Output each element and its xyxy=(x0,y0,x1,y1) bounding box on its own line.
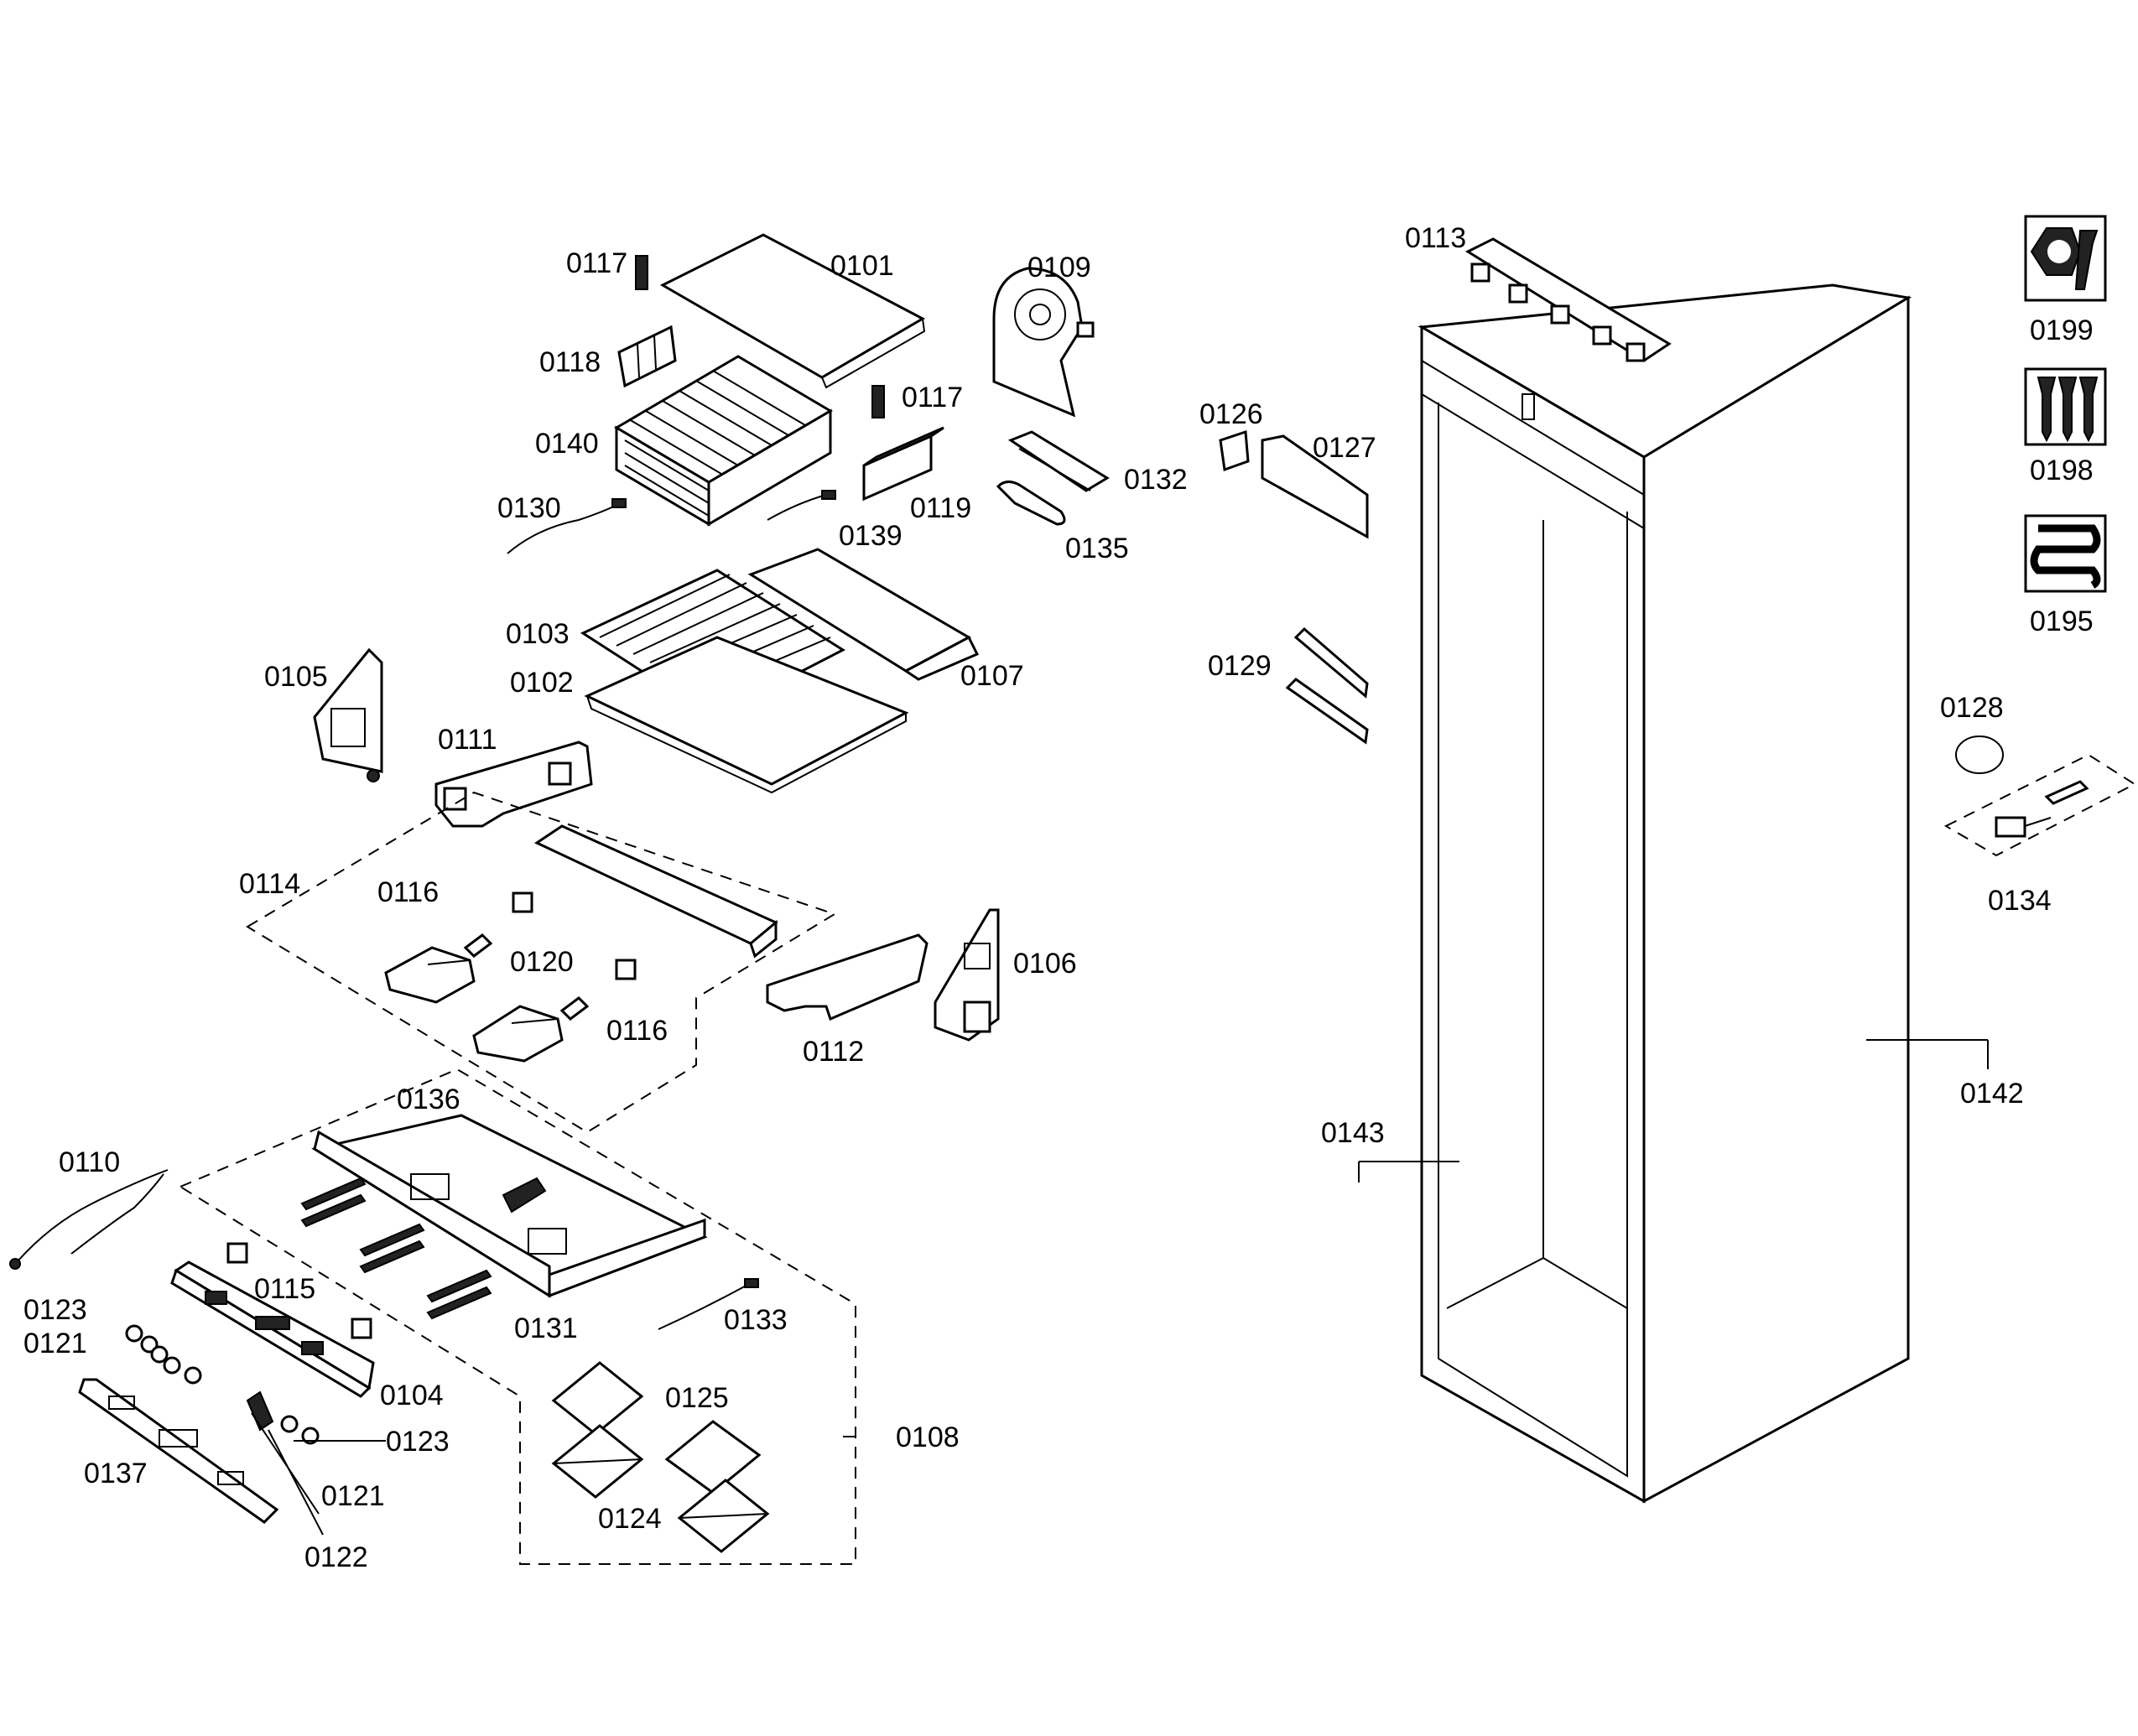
vent-strips[interactable] xyxy=(300,1177,492,1320)
label-0121-right: 0121 xyxy=(321,1480,385,1512)
right-mount-bracket[interactable] xyxy=(766,933,929,1021)
lamp-lens-d[interactable] xyxy=(677,1479,770,1553)
label-0105: 0105 xyxy=(264,661,328,693)
support-rail[interactable] xyxy=(533,824,778,959)
label-0135: 0135 xyxy=(1065,533,1129,564)
coil-icon xyxy=(2024,514,2107,593)
bulb-upper[interactable] xyxy=(463,933,493,958)
label-0122: 0122 xyxy=(304,1541,368,1573)
fasteners-left[interactable] xyxy=(125,1324,202,1385)
label-0140: 0140 xyxy=(535,428,599,460)
label-0142: 0142 xyxy=(1960,1078,2024,1110)
lamp-housing-upper[interactable] xyxy=(384,946,476,1004)
label-0101: 0101 xyxy=(830,250,894,282)
label-0131: 0131 xyxy=(514,1312,578,1344)
label-0117-mid: 0117 xyxy=(902,382,963,413)
drain-pan[interactable] xyxy=(584,636,909,794)
front-trim[interactable] xyxy=(78,1378,279,1524)
label-0126: 0126 xyxy=(1199,398,1263,430)
cover-panel[interactable] xyxy=(1261,434,1369,539)
label-0134: 0134 xyxy=(1988,885,2052,917)
fan-motor[interactable] xyxy=(992,267,1095,418)
knob-lower[interactable] xyxy=(351,1318,372,1339)
lamp-socket-upper[interactable] xyxy=(512,891,533,913)
label-0109: 0109 xyxy=(1027,252,1091,283)
clip-upper[interactable] xyxy=(635,255,648,290)
label-0195: 0195 xyxy=(2030,606,2094,637)
label-0103: 0103 xyxy=(506,618,570,650)
label-0120: 0120 xyxy=(510,946,574,978)
label-0112: 0112 xyxy=(803,1036,864,1068)
label-0104: 0104 xyxy=(380,1380,444,1411)
wrench-icon xyxy=(2024,215,2107,302)
middle-assembly-outline xyxy=(246,791,837,1134)
cabinet-housing[interactable] xyxy=(1418,283,1912,1504)
lamp-lens-b[interactable] xyxy=(664,1420,762,1494)
seal-strips[interactable] xyxy=(1285,626,1369,745)
label-0139: 0139 xyxy=(839,520,903,552)
label-0124: 0124 xyxy=(598,1503,662,1535)
label-0121-left: 0121 xyxy=(23,1328,87,1359)
lamp-lens-a[interactable] xyxy=(551,1361,644,1436)
label-0132: 0132 xyxy=(1124,464,1188,496)
clamp-ring[interactable] xyxy=(1955,735,2004,774)
label-0127: 0127 xyxy=(1313,432,1376,464)
label-0115: 0115 xyxy=(254,1273,315,1305)
air-duct[interactable] xyxy=(747,548,980,681)
control-panel[interactable] xyxy=(170,1260,375,1398)
label-0199: 0199 xyxy=(2030,314,2094,346)
label-0116-bot: 0116 xyxy=(606,1015,668,1047)
clip-lower[interactable] xyxy=(871,385,885,418)
knob-upper[interactable] xyxy=(226,1242,248,1264)
sensor-wire-right[interactable] xyxy=(767,490,836,521)
lamp-lens-c[interactable] xyxy=(551,1424,644,1499)
label-0123-left: 0123 xyxy=(23,1294,87,1326)
screws-icon xyxy=(2024,367,2107,446)
leader-lines xyxy=(251,1039,1989,1536)
sensor-assembly[interactable] xyxy=(1943,753,2137,857)
label-0143: 0143 xyxy=(1321,1117,1385,1149)
part-labels: 0101 0117 0109 0113 0199 0118 0117 0126 … xyxy=(23,222,2094,1573)
hinge-pin[interactable] xyxy=(502,1177,547,1214)
handle-strip[interactable] xyxy=(996,481,1066,526)
label-0125: 0125 xyxy=(665,1382,729,1414)
label-0117-top: 0117 xyxy=(566,247,627,279)
fasteners-right[interactable] xyxy=(280,1415,320,1445)
control-board[interactable] xyxy=(1464,237,1672,362)
label-0136: 0136 xyxy=(397,1084,460,1115)
label-0128: 0128 xyxy=(1940,692,2004,724)
label-0107: 0107 xyxy=(960,660,1024,692)
label-0137: 0137 xyxy=(84,1458,148,1489)
right-hinge-bracket[interactable] xyxy=(934,908,1000,1042)
label-0116-top: 0116 xyxy=(377,876,439,908)
door-switch[interactable] xyxy=(1219,429,1250,472)
left-hinge-bracket[interactable] xyxy=(313,647,383,782)
label-0123-right: 0123 xyxy=(386,1426,450,1458)
wire-harness-right[interactable] xyxy=(658,1278,759,1330)
wire-harness-left[interactable] xyxy=(9,1169,169,1270)
label-0102: 0102 xyxy=(510,667,574,699)
label-0108: 0108 xyxy=(896,1422,960,1453)
connector-block[interactable] xyxy=(862,426,944,502)
door-handle[interactable] xyxy=(1007,430,1110,492)
label-0111: 0111 xyxy=(438,724,497,756)
evaporator-bracket[interactable] xyxy=(617,325,677,388)
evaporator-coil[interactable] xyxy=(614,355,833,527)
label-0110: 0110 xyxy=(59,1146,120,1178)
label-0133: 0133 xyxy=(724,1304,788,1336)
lamp-housing-lower[interactable] xyxy=(472,1005,564,1063)
bulb-lower[interactable] xyxy=(559,996,590,1021)
lamp-socket-lower[interactable] xyxy=(615,959,637,980)
label-0130: 0130 xyxy=(497,492,561,524)
label-0129: 0129 xyxy=(1208,650,1272,682)
top-cover[interactable] xyxy=(659,233,926,389)
label-0114: 0114 xyxy=(239,868,300,900)
label-0106: 0106 xyxy=(1013,948,1077,980)
label-0118: 0118 xyxy=(539,346,601,378)
label-0113: 0113 xyxy=(1405,222,1466,254)
label-0119: 0119 xyxy=(910,492,971,524)
label-0198: 0198 xyxy=(2030,455,2094,486)
sensor-wire-left[interactable] xyxy=(507,498,627,554)
